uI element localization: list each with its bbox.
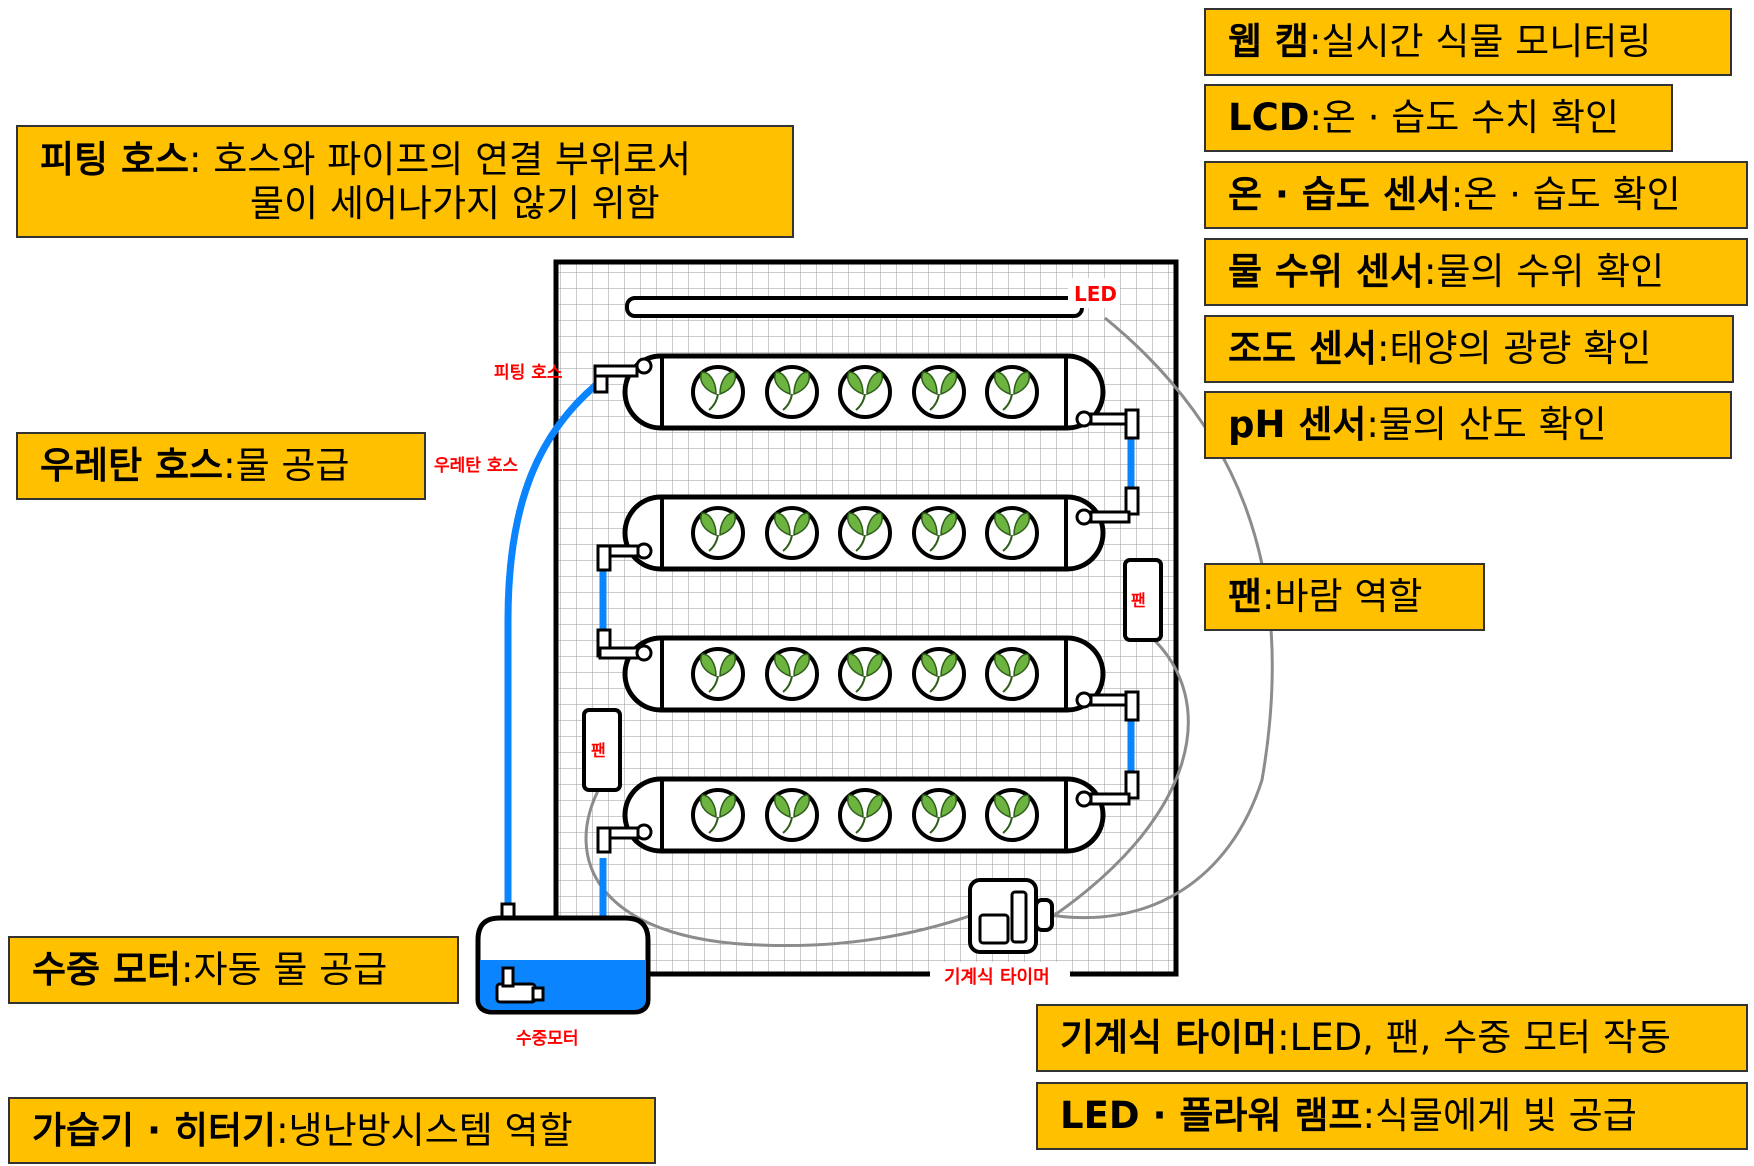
callout-desc: 바람 역할 xyxy=(1274,575,1423,618)
callout-fitting-hose: 피팅 호스: 호스와 파이프의 연결 부위로서 물이 세어나가지 않기 위함 xyxy=(16,125,794,238)
callout-light-sensor: 조도 센서: 태양의 광량 확인 xyxy=(1204,315,1734,383)
fan-right-label: 팬 xyxy=(1131,591,1146,610)
callout-term: 가습기 · 히터기 xyxy=(32,1108,277,1152)
callout-desc: 자동 물 공급 xyxy=(193,948,388,991)
callout-term: 조도 센서 xyxy=(1228,327,1378,370)
callout-term: 기계식 타이머 xyxy=(1060,1016,1278,1059)
callout-water-level-sensor: 물 수위 센서: 물의 수위 확인 xyxy=(1204,238,1748,306)
callout-webcam: 웹 캠: 실시간 식물 모니터링 xyxy=(1204,8,1732,76)
callout-term: LCD xyxy=(1228,96,1310,139)
callout-desc: 온 · 습도 확인 xyxy=(1463,173,1681,216)
fan-left xyxy=(582,708,622,792)
water-hoses xyxy=(504,377,1135,958)
callout-desc: 물의 수위 확인 xyxy=(1436,250,1665,293)
submersible-motor-label: 수중모터 xyxy=(516,1029,579,1049)
mechanical-timer-label: 기계식 타이머 xyxy=(944,967,1050,988)
callout-fan: 팬: 바람 역할 xyxy=(1204,563,1485,631)
fan-right xyxy=(1123,558,1163,642)
callout-temp-humidity-sensor: 온 · 습도 센서: 온 · 습도 확인 xyxy=(1204,161,1748,229)
callout-term: LED · 플라워 램프 xyxy=(1060,1094,1363,1137)
urethane-hose-label: 우레탄 호스 xyxy=(434,456,518,476)
callout-term: 피팅 호스 xyxy=(40,137,190,181)
callout-submersible-motor: 수중 모터: 자동 물 공급 xyxy=(8,936,459,1004)
callout-desc: 호스와 파이프의 연결 부위로서 xyxy=(213,137,692,181)
callout-ph-sensor: pH 센서: 물의 산도 확인 xyxy=(1204,391,1732,459)
callout-desc: 실시간 식물 모니터링 xyxy=(1321,20,1652,63)
callout-term: 우레탄 호스 xyxy=(40,444,224,487)
callout-fitting-hose-line2: 물이 세어나가지 않기 위함 xyxy=(250,181,660,225)
callout-term: 웹 캠 xyxy=(1228,20,1309,63)
led-label: LED xyxy=(1074,282,1117,306)
callout-desc: 온 · 습도 수치 확인 xyxy=(1321,96,1620,139)
callout-urethane-hose: 우레탄 호스: 물 공급 xyxy=(16,432,426,500)
callout-term: pH 센서 xyxy=(1228,403,1367,446)
callout-fitting-hose-line1: 피팅 호스: 호스와 파이프의 연결 부위로서 xyxy=(40,137,692,181)
callout-lcd: LCD: 온 · 습도 수치 확인 xyxy=(1204,84,1673,152)
callout-desc: 물의 산도 확인 xyxy=(1378,403,1607,446)
callout-desc: 식물에게 빛 공급 xyxy=(1374,1094,1637,1137)
callout-mechanical-timer: 기계식 타이머: LED, 팬, 수중 모터 작동 xyxy=(1036,1004,1748,1072)
callout-term: 온 · 습도 센서 xyxy=(1228,173,1451,216)
led-bar xyxy=(625,296,1084,318)
callout-led-flower-lamp: LED · 플라워 램프: 식물에게 빛 공급 xyxy=(1036,1082,1748,1150)
callout-desc: 태양의 광량 확인 xyxy=(1389,327,1652,370)
cables xyxy=(584,316,1274,948)
callout-desc: LED, 팬, 수중 모터 작동 xyxy=(1289,1016,1671,1059)
fitting-hose-label: 피팅 호스 xyxy=(494,363,563,383)
fan-left-label: 팬 xyxy=(591,741,606,760)
mechanical-timer-device xyxy=(968,878,1054,954)
callout-term: 물 수위 센서 xyxy=(1228,250,1424,293)
water-tank xyxy=(475,915,651,1015)
callout-term: 수중 모터 xyxy=(32,948,182,991)
callout-term: 팬 xyxy=(1228,575,1263,618)
fitting-connectors xyxy=(500,357,1140,930)
callout-humidifier-heater: 가습기 · 히터기: 냉난방시스템 역할 xyxy=(8,1097,656,1164)
callout-desc: 냉난방시스템 역할 xyxy=(288,1108,573,1152)
callout-desc: 물 공급 xyxy=(235,444,350,487)
